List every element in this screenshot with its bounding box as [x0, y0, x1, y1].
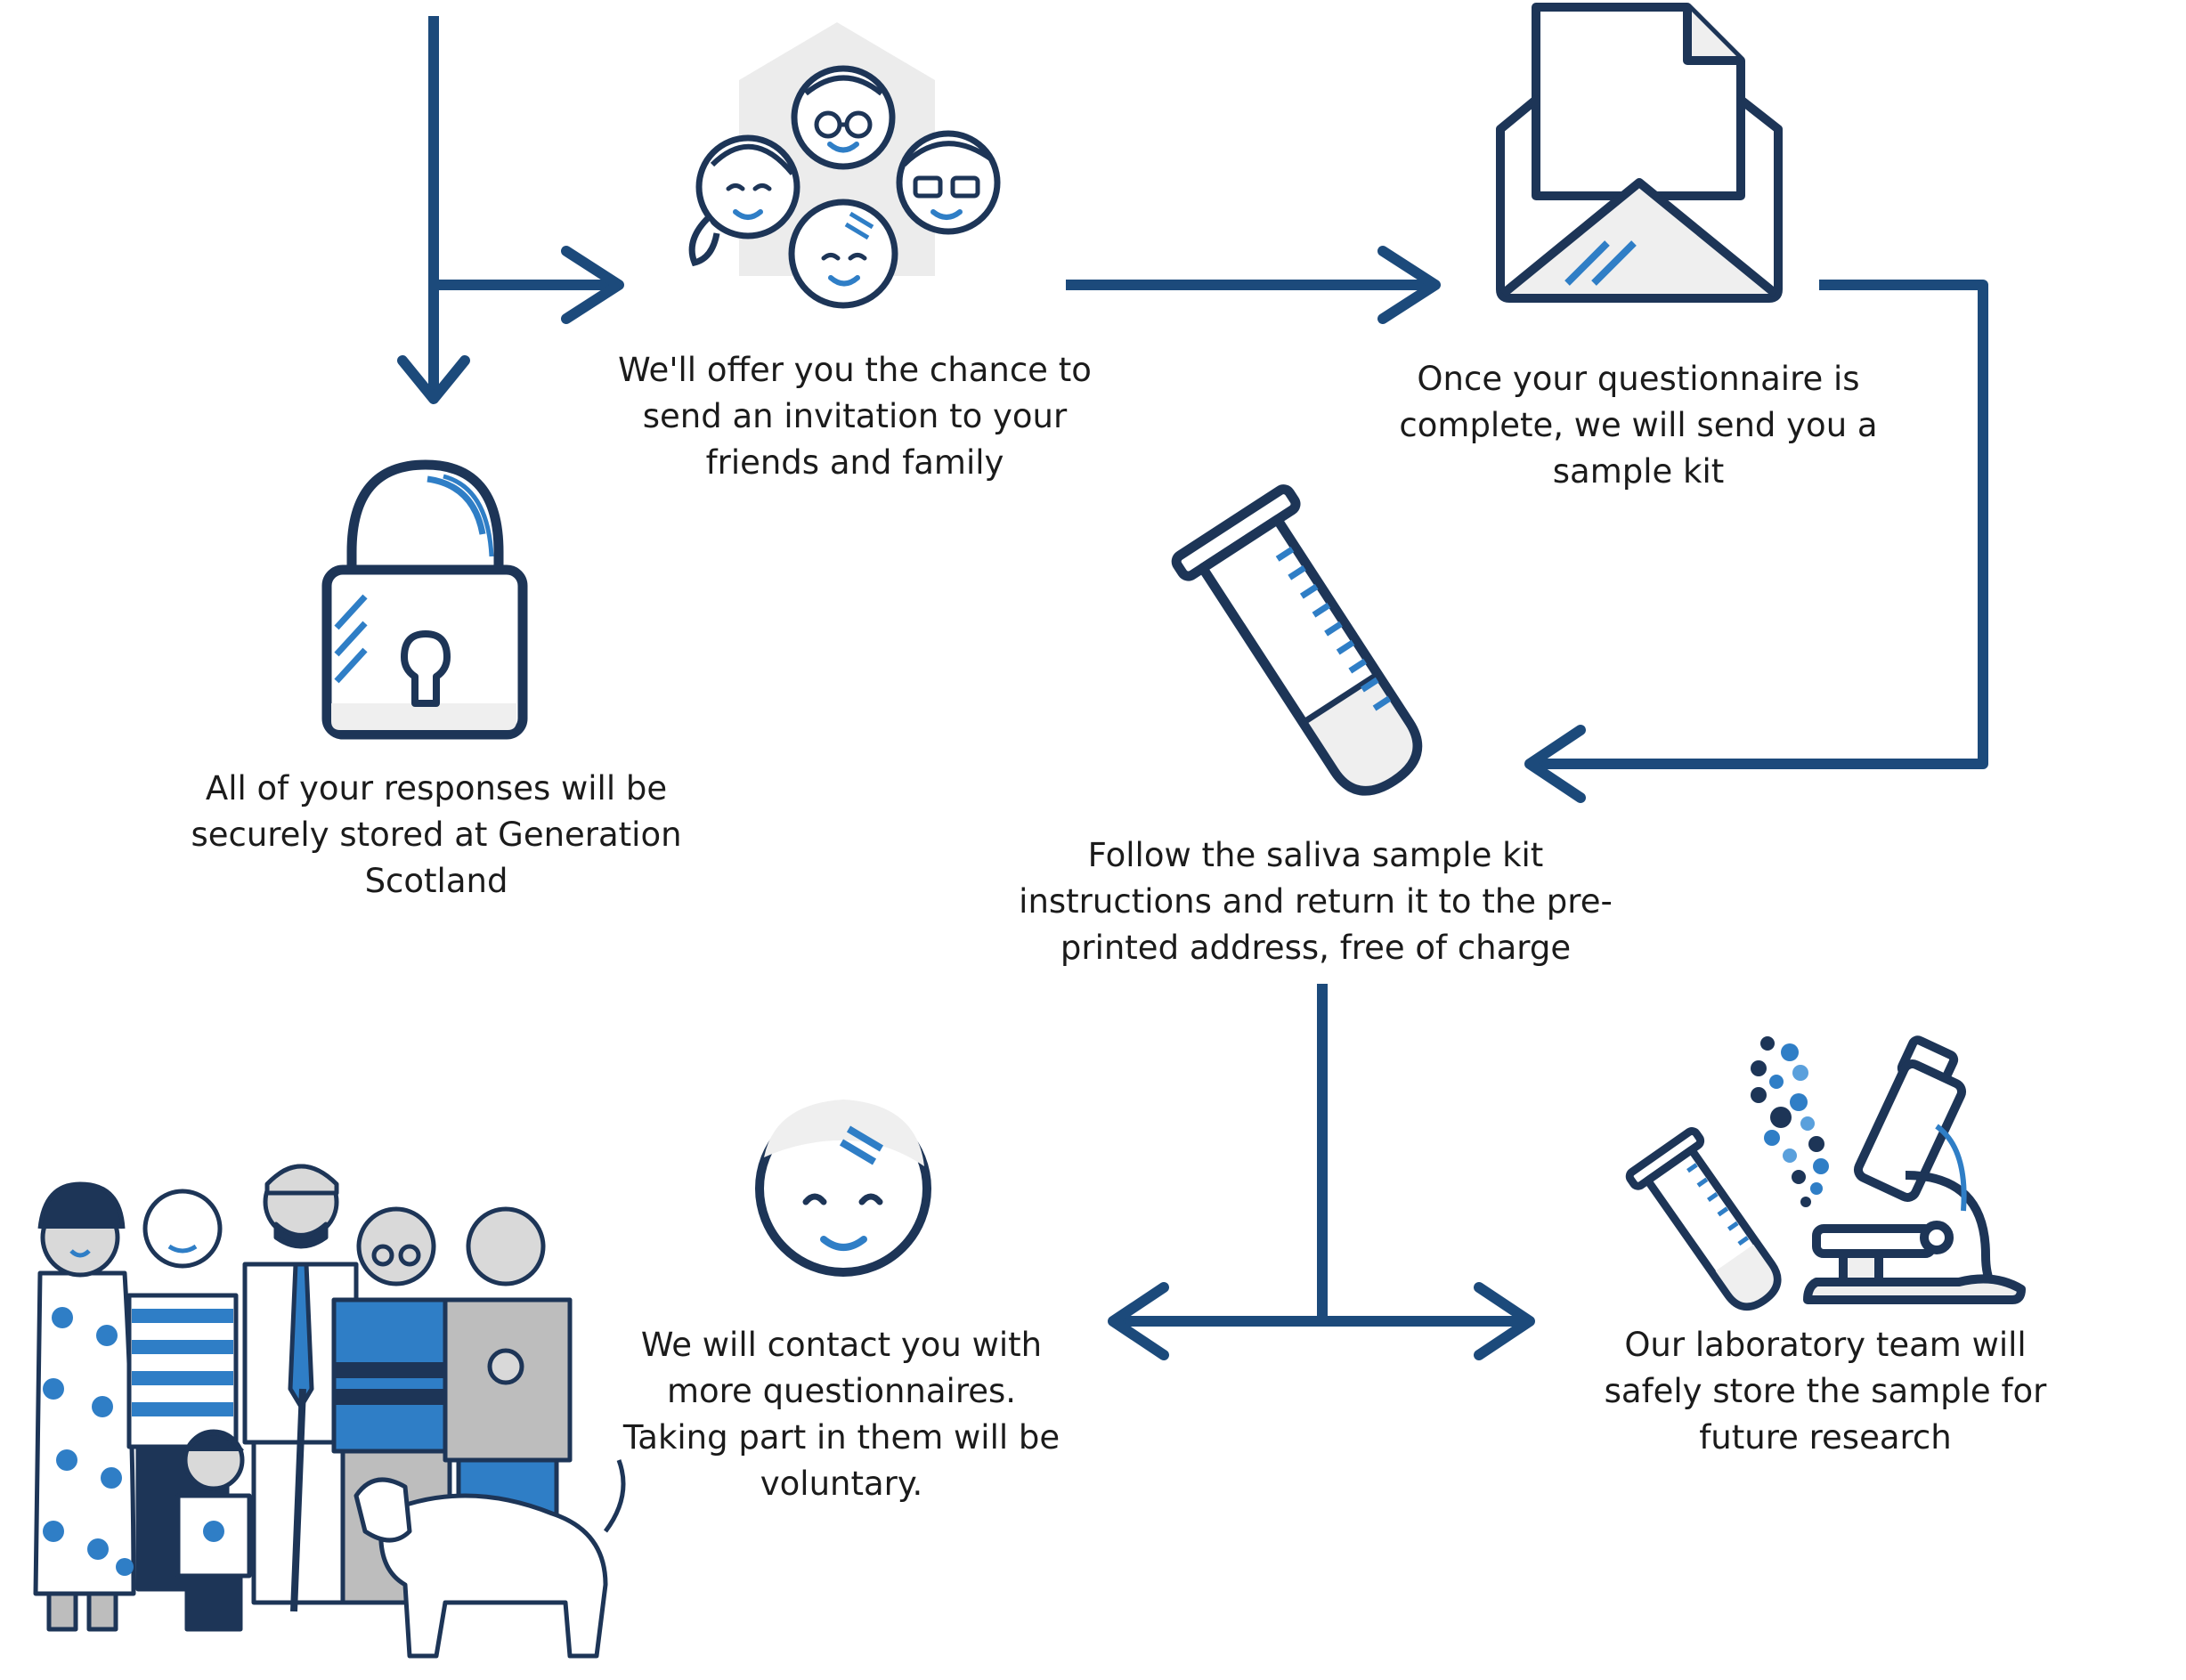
caption-line: We'll offer you the chance to — [618, 351, 1092, 389]
padlock-icon — [321, 459, 528, 740]
smiling-person-icon — [755, 1100, 931, 1277]
woman-figure — [33, 1181, 136, 1632]
caption-line: sample kit — [1552, 452, 1725, 491]
flow-arrows — [397, 16, 1988, 1360]
arrow-right-to-envelope — [1066, 246, 1441, 324]
man-striped-figure — [126, 1189, 239, 1592]
arrow-envelope-to-tube — [1524, 280, 1988, 803]
caption-line: instructions and return it to the pre- — [1019, 882, 1613, 921]
lab-equipment-icon — [1625, 1035, 2026, 1311]
caption-secure: All of your responses will be securely s… — [165, 766, 708, 905]
caption-line: Taking part in them will be — [622, 1418, 1060, 1457]
family-house-icon — [688, 22, 1001, 309]
caption-line: Follow the saliva sample kit — [1087, 836, 1544, 874]
caption-saliva: Follow the saliva sample kit instruction… — [979, 832, 1652, 971]
caption-line: printed address, free of charge — [1060, 929, 1572, 967]
arrow-right-to-invite — [434, 246, 624, 324]
caption-line: send an invitation to your — [642, 397, 1068, 435]
dog-figure — [353, 1459, 626, 1659]
caption-line: Once your questionnaire is — [1417, 360, 1860, 398]
dna-icon — [1751, 1036, 1829, 1207]
child-figure — [175, 1429, 252, 1632]
arrow-split-contact-lab — [1108, 984, 1535, 1360]
caption-kit: Once your questionnaire is complete, we … — [1380, 356, 1897, 495]
caption-line: friends and family — [705, 443, 1004, 482]
arrow-down-to-lock — [397, 16, 470, 404]
test-tube-icon — [1171, 484, 1423, 796]
caption-line: voluntary. — [760, 1465, 923, 1503]
caption-line: We will contact you with — [640, 1326, 1043, 1364]
caption-contact: We will contact you with more questionna… — [583, 1322, 1100, 1507]
caption-invite: We'll offer you the chance to send an in… — [583, 347, 1126, 486]
caption-line: Scotland — [364, 862, 508, 900]
caption-line: more questionnaires. — [666, 1372, 1017, 1410]
caption-line: complete, we will send you a — [1399, 406, 1878, 444]
caption-line: future research — [1699, 1418, 1952, 1457]
caption-lab: Our laboratory team will safely store th… — [1554, 1322, 2097, 1461]
family-group-icon — [33, 1164, 626, 1659]
caption-line: securely stored at Generation — [191, 816, 682, 854]
envelope-icon — [1496, 3, 1783, 303]
caption-line: safely store the sample for — [1604, 1372, 2047, 1410]
caption-line: Our laboratory team will — [1624, 1326, 2027, 1364]
caption-line: All of your responses will be — [205, 769, 668, 808]
